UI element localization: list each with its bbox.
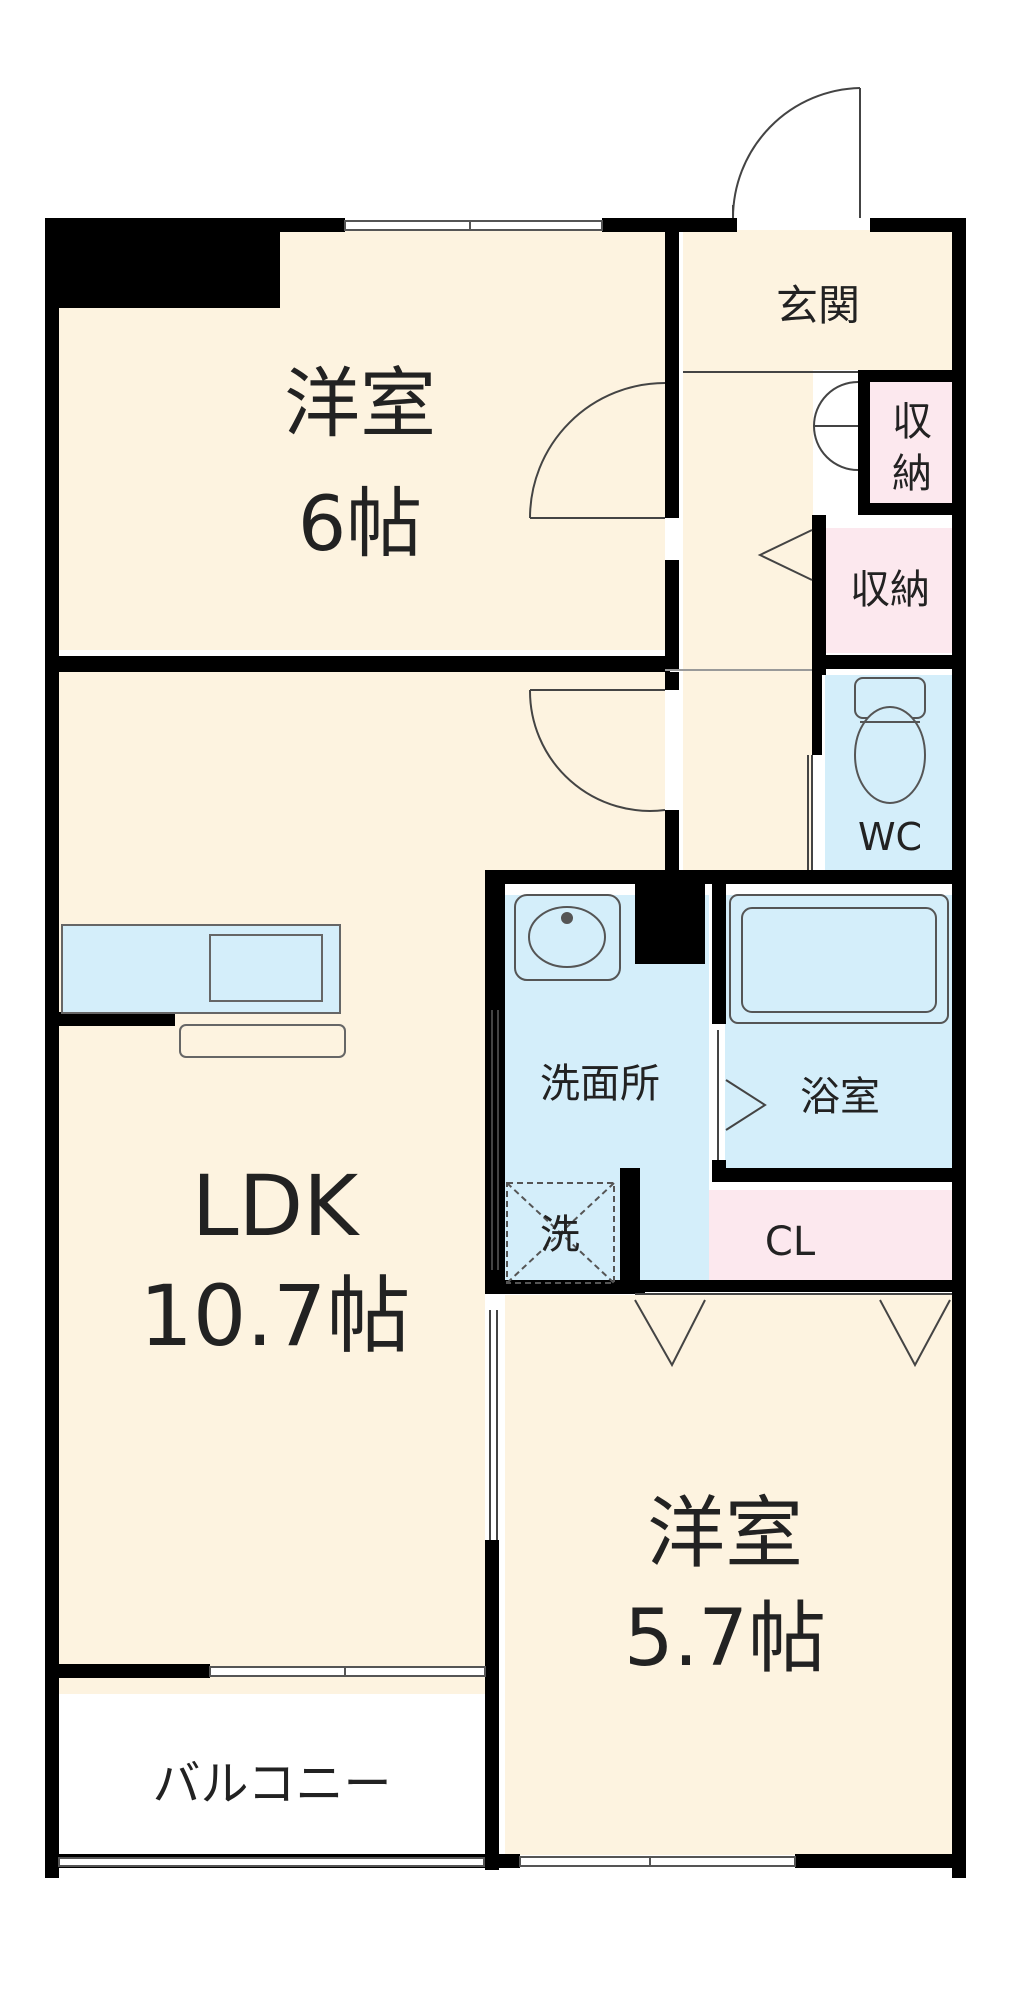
washer-label: 洗: [540, 1212, 580, 1258]
entrance-floor: [683, 230, 955, 370]
western-room-south-name: 洋室: [647, 1489, 803, 1579]
western-room-south-floor: [505, 1295, 955, 1855]
hallway-floor: [683, 370, 813, 870]
storage-small-label-2: 納: [892, 451, 932, 497]
balcony-label: バルコニー: [152, 1756, 391, 1812]
western-room-north-name: 洋室: [284, 359, 436, 448]
wash-basin: [514, 894, 621, 981]
storage-hall-label: 収納: [850, 567, 930, 613]
toilet-fixture: [854, 677, 926, 804]
bathtub: [729, 894, 949, 1024]
washer-space: [506, 1182, 615, 1284]
washroom-label: 洗面所: [540, 1061, 660, 1107]
storage-hall-floor: [825, 528, 955, 653]
entrance-label: 玄関: [776, 281, 860, 330]
storage-small-floor: [868, 380, 955, 505]
ldk-floor-upper: [485, 672, 665, 870]
toilet-label: WC: [858, 815, 922, 859]
kitchen-counter: [61, 924, 346, 1058]
doors: [489, 87, 952, 1540]
storage-small-label-1: 収: [892, 399, 932, 445]
western-room-north-size: 6帖: [298, 479, 422, 568]
western-room-south-size: 5.7帖: [624, 1594, 826, 1684]
balcony-floor: [60, 1706, 485, 1856]
closet-label: CL: [765, 1219, 816, 1265]
ldk-floor: [55, 672, 485, 1694]
ldk-name: LDK: [192, 1157, 360, 1255]
bath-label: 浴室: [800, 1074, 880, 1120]
ldk-size: 10.7帖: [139, 1267, 410, 1365]
windows: [58, 220, 796, 1867]
